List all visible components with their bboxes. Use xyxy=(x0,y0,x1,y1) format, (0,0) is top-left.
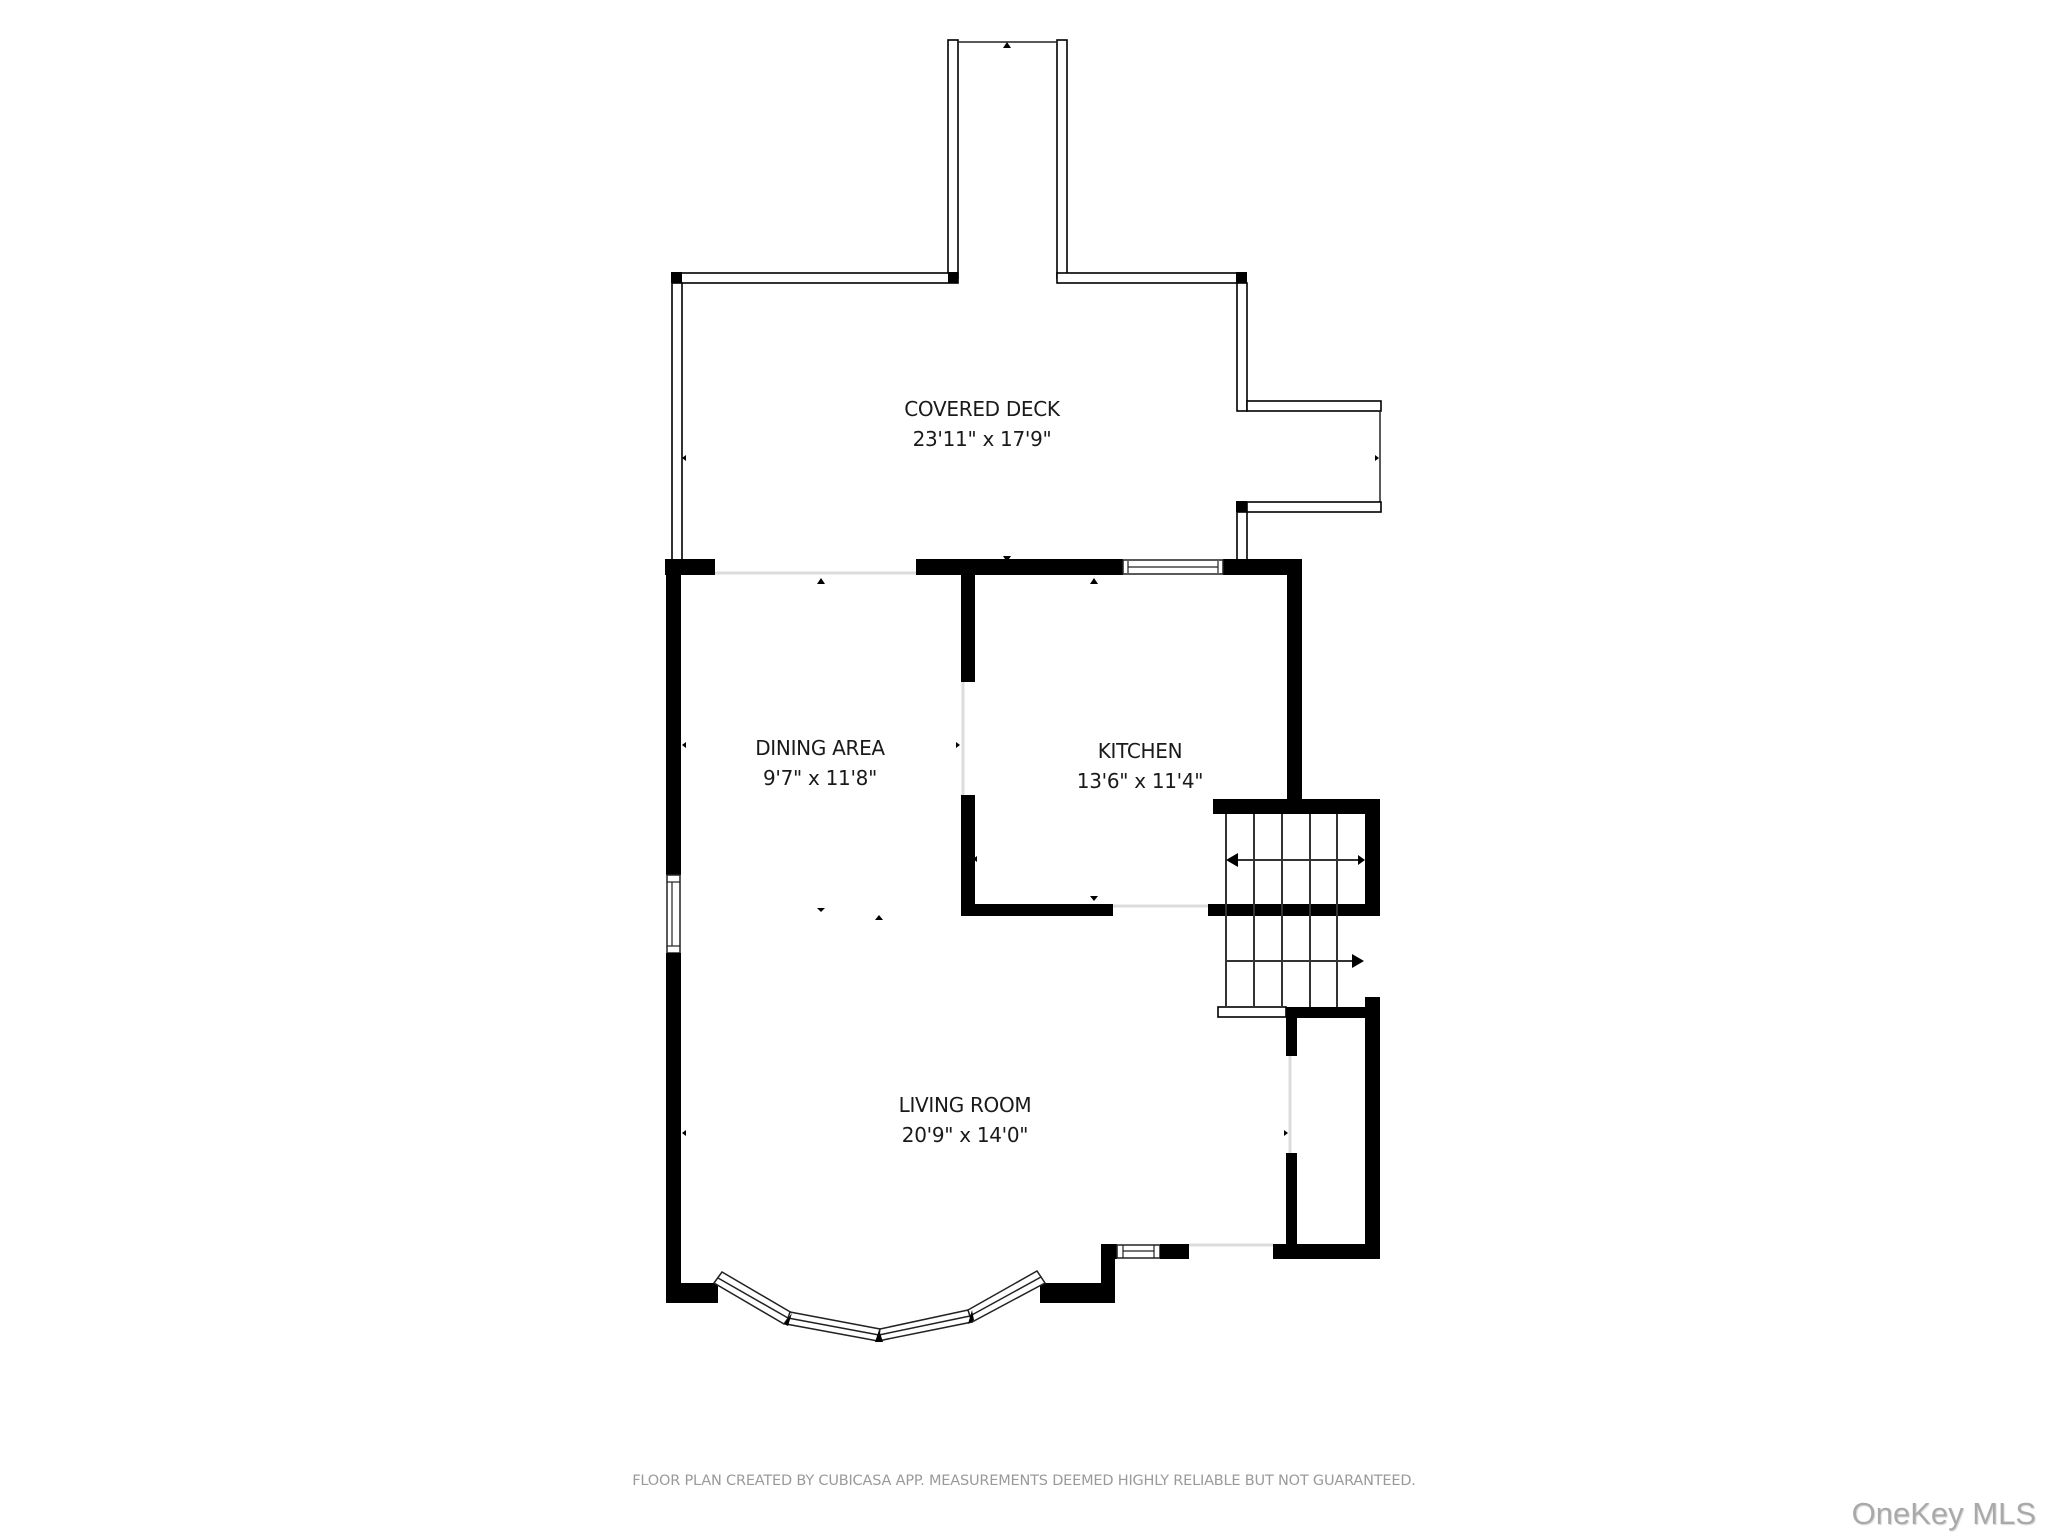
interior-walls xyxy=(961,559,1380,1259)
covered-deck-railings xyxy=(671,39,1382,562)
room-dimensions: 20'9" x 14'0" xyxy=(901,1123,1029,1147)
room-name: LIVING ROOM xyxy=(898,1093,1032,1117)
mls-watermark: OneKey MLS xyxy=(1851,1496,2036,1531)
room-label-covered-deck: COVERED DECK 23'11" x 17'9" xyxy=(904,394,1060,454)
room-label-dining-area: DINING AREA 9'7" x 11'8" xyxy=(755,733,885,793)
room-label-living-room: LIVING ROOM 20'9" x 14'0" xyxy=(899,1090,1032,1150)
room-name: DINING AREA xyxy=(755,736,885,760)
stair-arrow-left-icon xyxy=(1226,853,1238,867)
room-dimensions: 23'11" x 17'9" xyxy=(912,427,1052,451)
room-label-kitchen: KITCHEN 13'6" x 11'4" xyxy=(1076,736,1204,796)
room-dimensions: 9'7" x 11'8" xyxy=(763,766,877,790)
dimension-markers xyxy=(682,42,1379,1136)
stair-arrow-right-icon xyxy=(1352,954,1364,968)
room-dimensions: 13'6" x 11'4" xyxy=(1076,769,1204,793)
floor-plan-disclaimer: FLOOR PLAN CREATED BY CUBICASA APP. MEAS… xyxy=(632,1473,1416,1489)
room-name: COVERED DECK xyxy=(904,397,1060,421)
bay-window xyxy=(712,1270,1047,1342)
exterior-walls xyxy=(665,559,1380,1303)
room-name: KITCHEN xyxy=(1097,739,1183,763)
staircase xyxy=(1225,814,1365,1007)
